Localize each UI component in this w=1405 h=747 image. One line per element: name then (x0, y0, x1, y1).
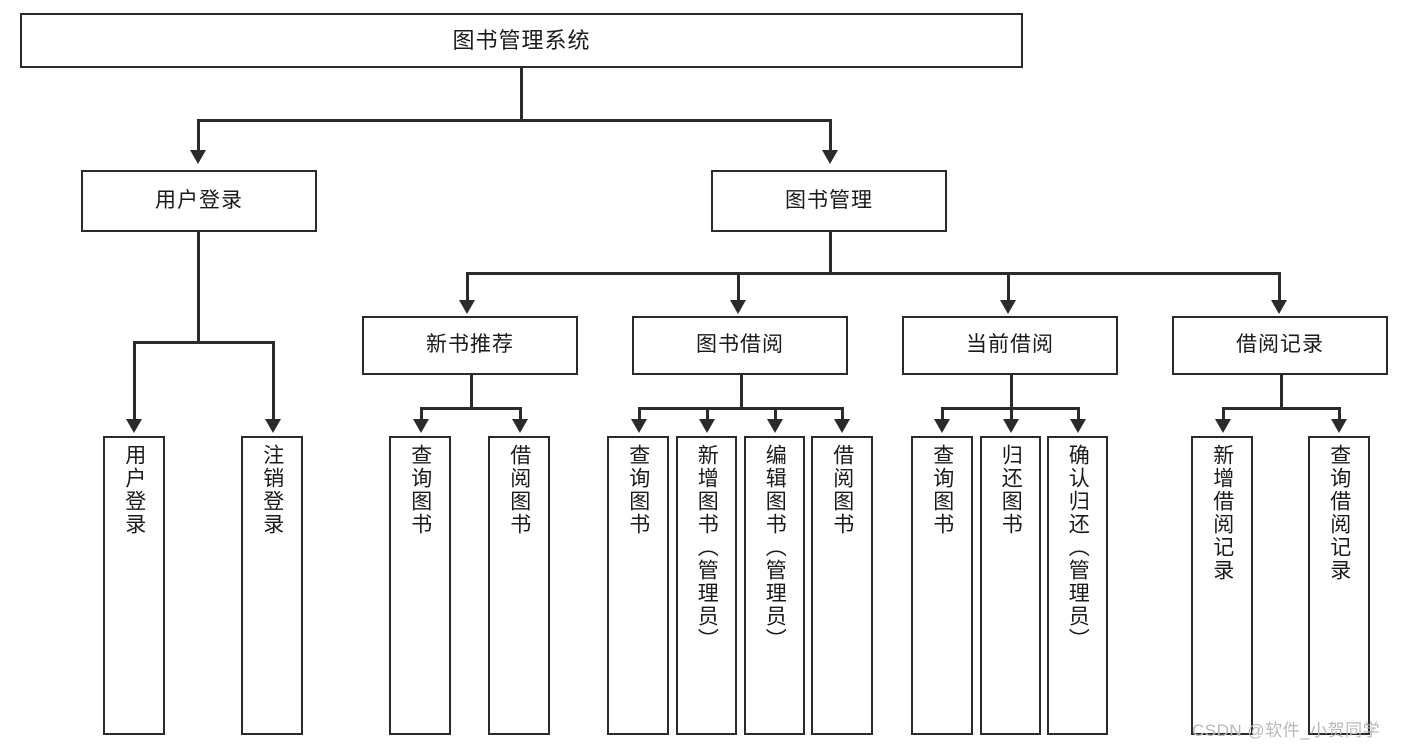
connector-user-login-bus (133, 341, 275, 344)
node-label: 编辑图书（管理员） (763, 444, 787, 651)
node-label: 归还图书 (999, 444, 1023, 536)
node-root-system[interactable]: 图书管理系统 (20, 13, 1023, 68)
node-label: 查询图书 (408, 444, 432, 536)
connector-to-leaf-query-record (1338, 407, 1341, 421)
connector-current-borrow-stem (1010, 375, 1013, 409)
node-leaf-edit-book[interactable]: 编辑图书（管理员） (744, 436, 805, 735)
node-leaf-user-login[interactable]: 用户登录 (103, 436, 165, 735)
node-leaf-query-book-2[interactable]: 查询图书 (607, 436, 669, 735)
arrow-to-leaf-query-book-2 (631, 419, 647, 433)
arrow-to-leaf-query-record (1331, 419, 1347, 433)
connector-to-leaf-user-login (133, 341, 136, 421)
node-borrow-record[interactable]: 借阅记录 (1172, 316, 1388, 375)
arrow-to-leaf-add-book (699, 419, 715, 433)
arrow-to-current-borrow (1000, 300, 1016, 314)
arrow-to-book-borrow (730, 300, 746, 314)
node-leaf-add-book[interactable]: 新增图书（管理员） (676, 436, 737, 735)
node-leaf-borrow-book-1[interactable]: 借阅图书 (488, 436, 550, 735)
connector-book-manage-stem (829, 232, 832, 274)
node-label: 用户登录 (122, 444, 146, 536)
arrow-to-leaf-query-book-1 (413, 419, 429, 433)
connector-root-bus (197, 119, 832, 122)
node-label: 借阅图书 (507, 444, 531, 536)
node-label: 查询图书 (930, 444, 954, 536)
node-leaf-borrow-book-2[interactable]: 借阅图书 (811, 436, 873, 735)
node-leaf-query-book-3[interactable]: 查询图书 (911, 436, 973, 735)
connector-to-book-borrow (737, 272, 740, 302)
arrow-root-to-book-manage (822, 150, 838, 164)
connector-to-leaf-confirm-return (1077, 407, 1080, 421)
node-current-borrow[interactable]: 当前借阅 (902, 316, 1118, 375)
connector-to-leaf-query-book-3 (941, 407, 944, 421)
connector-level3-bus (466, 272, 1280, 275)
node-book-manage[interactable]: 图书管理 (711, 170, 947, 232)
node-label: 查询借阅记录 (1327, 444, 1351, 582)
arrow-to-leaf-query-book-3 (934, 419, 950, 433)
arrow-to-leaf-confirm-return (1070, 419, 1086, 433)
node-label: 图书管理 (785, 188, 873, 212)
arrow-to-leaf-logout-login (265, 419, 281, 433)
node-label: 注销登录 (260, 444, 284, 536)
arrow-to-leaf-edit-book (767, 419, 783, 433)
arrow-to-leaf-borrow-book-2 (834, 419, 850, 433)
arrow-to-new-book-recommend (459, 300, 475, 314)
connector-to-leaf-return-book (1010, 407, 1013, 421)
connector-new-book-recommend-stem (470, 375, 473, 409)
connector-to-borrow-record (1278, 272, 1281, 302)
node-leaf-query-record[interactable]: 查询借阅记录 (1308, 436, 1370, 735)
node-book-borrow[interactable]: 图书借阅 (632, 316, 848, 375)
connector-to-leaf-edit-book (774, 407, 777, 421)
connector-book-borrow-bus (638, 407, 843, 410)
connector-book-borrow-stem (740, 375, 743, 409)
node-user-login[interactable]: 用户登录 (81, 170, 317, 232)
arrow-to-leaf-borrow-book-1 (512, 419, 528, 433)
arrow-to-leaf-return-book (1003, 419, 1019, 433)
node-label: 图书借阅 (696, 333, 784, 357)
arrow-root-to-user-login (190, 150, 206, 164)
connector-to-leaf-borrow-book-2 (841, 407, 844, 421)
connector-to-leaf-add-book (706, 407, 709, 421)
node-label: 新增借阅记录 (1210, 444, 1234, 582)
arrow-to-borrow-record (1271, 300, 1287, 314)
node-leaf-add-record[interactable]: 新增借阅记录 (1191, 436, 1253, 735)
node-label: 确认归还（管理员） (1066, 444, 1090, 651)
node-leaf-return-book[interactable]: 归还图书 (980, 436, 1041, 735)
connector-borrow-record-stem (1280, 375, 1283, 409)
node-label: 当前借阅 (966, 333, 1054, 357)
connector-to-leaf-query-book-2 (638, 407, 641, 421)
connector-to-leaf-query-book-1 (420, 407, 423, 421)
connector-root-stem (520, 68, 523, 120)
arrow-to-leaf-add-record (1215, 419, 1231, 433)
node-leaf-confirm-return[interactable]: 确认归还（管理员） (1047, 436, 1108, 735)
node-label: 新增图书（管理员） (695, 444, 719, 651)
connector-to-current-borrow (1007, 272, 1010, 302)
node-leaf-query-book-1[interactable]: 查询图书 (389, 436, 451, 735)
node-label: 借阅记录 (1236, 333, 1324, 357)
connector-to-new-book-recommend (466, 272, 469, 302)
connector-user-login-stem (197, 232, 200, 342)
node-leaf-logout-login[interactable]: 注销登录 (241, 436, 303, 735)
node-label: 查询图书 (626, 444, 650, 536)
connector-borrow-record-bus (1222, 407, 1340, 410)
connector-new-book-recommend-bus (420, 407, 521, 410)
node-label: 借阅图书 (830, 444, 854, 536)
node-label: 新书推荐 (426, 333, 514, 357)
arrow-to-leaf-user-login (126, 419, 142, 433)
connector-root-to-book-manage (829, 119, 832, 151)
connector-to-leaf-logout-login (272, 341, 275, 421)
node-label: 用户登录 (155, 188, 243, 212)
node-label: 图书管理系统 (452, 27, 591, 53)
connector-root-to-user-login (197, 119, 200, 151)
node-new-book-recommend[interactable]: 新书推荐 (362, 316, 578, 375)
connector-to-leaf-borrow-book-1 (519, 407, 522, 421)
connector-to-leaf-add-record (1222, 407, 1225, 421)
